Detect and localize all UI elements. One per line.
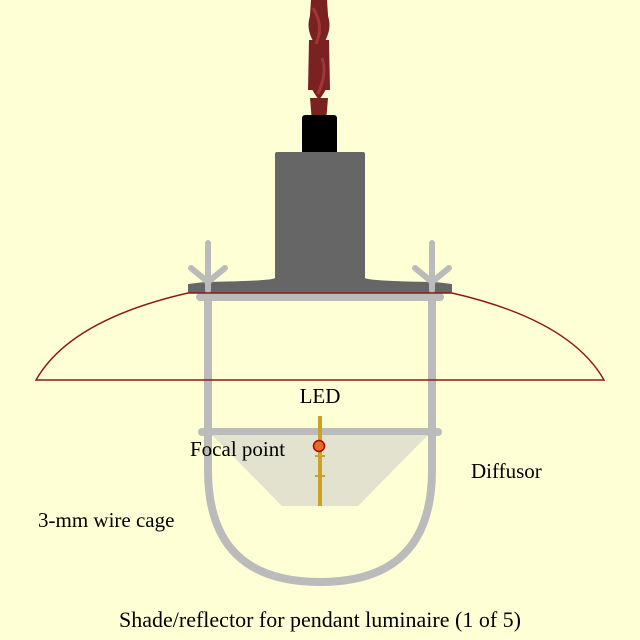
- focal-point-marker: [312, 439, 326, 453]
- label-focal-point: Focal point: [190, 437, 285, 461]
- label-led: LED: [300, 384, 341, 408]
- plug: [302, 115, 337, 155]
- socket-flange: [188, 272, 452, 293]
- label-diffusor: Diffusor: [471, 459, 542, 483]
- shade-reflector: [34, 292, 606, 381]
- label-wire-cage: 3-mm wire cage: [38, 508, 174, 532]
- twisted-cord: [308, 0, 330, 125]
- caption: Shade/reflector for pendant luminaire (1…: [119, 607, 521, 632]
- socket-housing: [275, 152, 365, 282]
- led-assembly: [312, 416, 326, 506]
